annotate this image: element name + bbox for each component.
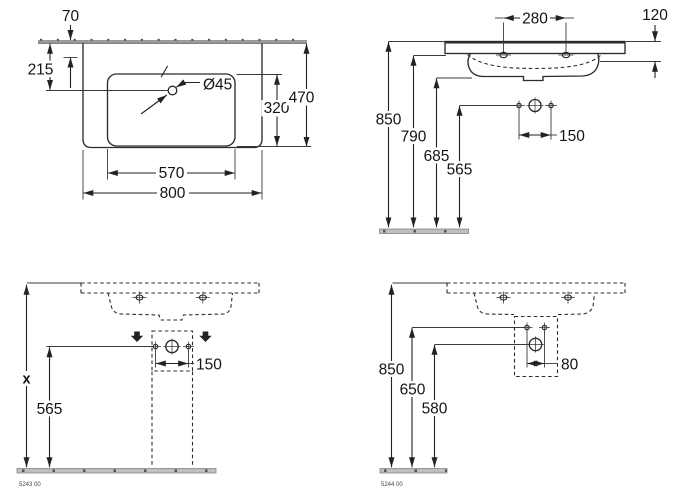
dim-570-label: 570 bbox=[159, 165, 185, 182]
fitting-zone-box bbox=[151, 330, 194, 372]
dim-215-label-bg bbox=[25, 60, 56, 77]
dim-850-label: 850 bbox=[376, 112, 402, 129]
dim-850-label-bg bbox=[373, 111, 404, 127]
dim-685-label: 685 bbox=[424, 148, 450, 165]
fitting-symbols-left-view bbox=[46, 338, 194, 355]
install-view-left: 150 x 565 5243 00 bbox=[16, 282, 260, 488]
dim-800-label-bg bbox=[157, 184, 189, 201]
mounting-arrow-left bbox=[130, 331, 144, 342]
dim-470-label: 470 bbox=[289, 90, 315, 107]
dim-80-label: 80 bbox=[561, 357, 579, 374]
dim-565-label-bg bbox=[444, 161, 475, 177]
dim-850R-label-bg bbox=[376, 361, 407, 377]
dim-850R-label: 850 bbox=[379, 362, 405, 379]
fixing-hole-left bbox=[132, 291, 147, 304]
floor-line-right bbox=[379, 468, 448, 474]
fixing-hole-right bbox=[558, 51, 574, 59]
fixing-hole-right bbox=[561, 291, 575, 304]
hidden-basin-outline-left bbox=[80, 282, 260, 321]
dim-790-label: 790 bbox=[401, 129, 427, 146]
body-profile bbox=[467, 53, 600, 82]
dim-565L-label-bg bbox=[34, 400, 65, 417]
hidden-basin-outline-right bbox=[446, 282, 626, 316]
dim-280-label-bg bbox=[520, 10, 550, 26]
tap-hole-diameter-label: Ø45 bbox=[203, 77, 232, 94]
dim-685-label-bg bbox=[421, 147, 452, 164]
dim-580-label-bg bbox=[419, 400, 450, 416]
plan-view: Ø45 70 215 320 470 570 800 bbox=[25, 8, 317, 202]
fitting-zone-box bbox=[513, 315, 559, 378]
basin-outer-outline bbox=[82, 43, 263, 149]
dim-570-label-bg bbox=[156, 164, 187, 181]
dim-70-label: 70 bbox=[62, 8, 80, 25]
floor-line-left bbox=[16, 468, 217, 474]
dim-790-label-bg bbox=[398, 128, 429, 144]
dim-x-label-bg bbox=[19, 371, 34, 386]
fixing-hole-right bbox=[195, 291, 210, 304]
dim-470-label-bg bbox=[286, 89, 317, 106]
fitting-symbols-right-view bbox=[412, 322, 550, 353]
floor-line-front bbox=[379, 228, 469, 234]
dim-150L-label: 150 bbox=[196, 357, 222, 374]
wall-section bbox=[38, 38, 307, 44]
dim-580-label: 580 bbox=[422, 401, 448, 418]
dim-650-label-bg bbox=[397, 381, 428, 397]
dim-215-label: 215 bbox=[28, 62, 54, 79]
dim-320-label: 320 bbox=[264, 100, 290, 117]
dim-x-label: x bbox=[22, 372, 30, 388]
mounting-arrow-right bbox=[199, 331, 212, 342]
dim-565-label: 565 bbox=[447, 162, 473, 179]
dim-150-label: 150 bbox=[559, 128, 585, 145]
dim-800-label: 800 bbox=[160, 185, 186, 202]
fitting-symbols bbox=[459, 97, 557, 114]
front-view: 280 120 150 850 790 bbox=[373, 7, 668, 234]
fixing-hole-left bbox=[496, 51, 511, 59]
install-view-right: 80 850 650 580 5244 00 bbox=[376, 282, 626, 488]
basin-bowl-outline bbox=[106, 73, 236, 147]
dim-70 bbox=[63, 25, 78, 88]
dim-565L-label: 565 bbox=[37, 401, 63, 418]
dim-120-label: 120 bbox=[642, 7, 668, 24]
fixing-hole-left bbox=[496, 291, 511, 304]
dim-280-label: 280 bbox=[522, 11, 548, 28]
dim-320-label-bg bbox=[261, 100, 292, 117]
inner-bowl-hidden-line bbox=[467, 54, 602, 70]
dim-650-label: 650 bbox=[400, 382, 426, 399]
product-code-right: 5244 00 bbox=[381, 482, 403, 488]
product-code-left: 5243 00 bbox=[19, 482, 41, 488]
tap-hole bbox=[140, 65, 200, 115]
